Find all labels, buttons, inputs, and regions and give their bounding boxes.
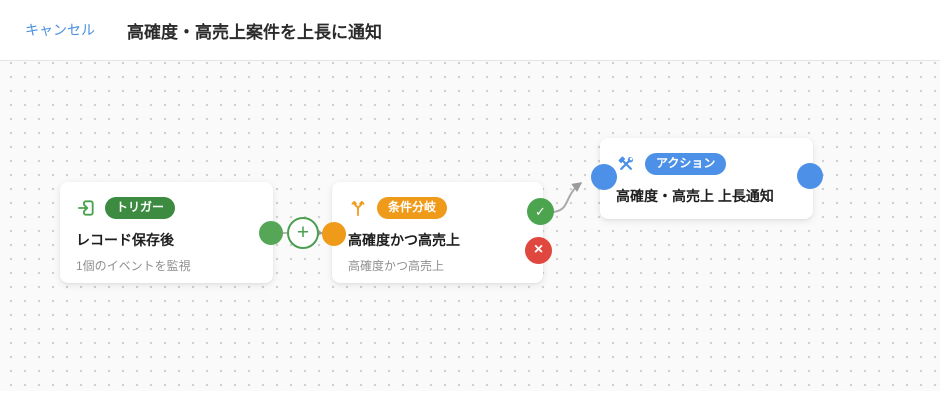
page-title: 高確度・高売上案件を上長に通知: [127, 22, 382, 42]
trigger-title: レコード保存後: [76, 232, 174, 248]
canvas-bottom-strip: [0, 391, 940, 402]
action-input-port[interactable]: [591, 164, 617, 190]
check-icon: ✓: [535, 203, 546, 219]
node-trigger-head: トリガー: [76, 196, 257, 219]
cancel-link[interactable]: キャンセル: [25, 22, 95, 38]
condition-subtitle: 高確度かつ高売上: [348, 259, 445, 273]
node-condition[interactable]: 条件分岐 高確度かつ高売上 高確度かつ高売上: [332, 182, 543, 283]
tools-icon: [616, 154, 636, 174]
connector-condition-true-to-action: [551, 182, 583, 213]
condition-title: 高確度かつ高売上: [348, 232, 460, 248]
node-trigger[interactable]: トリガー レコード保存後 1個のイベントを監視: [60, 182, 273, 283]
trigger-output-port[interactable]: [259, 221, 283, 245]
header: キャンセル 高確度・高売上案件を上長に通知: [0, 0, 940, 61]
condition-true-port[interactable]: ✓: [527, 198, 554, 225]
add-node-button[interactable]: +: [287, 217, 319, 249]
action-badge: アクション: [645, 152, 727, 175]
condition-badge: 条件分岐: [377, 196, 448, 219]
action-title: 高確度・高売上 上長通知: [616, 188, 774, 204]
branch-icon: [348, 198, 368, 218]
workflow-canvas[interactable]: トリガー レコード保存後 1個のイベントを監視 条件分岐 高確度: [0, 61, 940, 402]
action-output-port[interactable]: [797, 163, 823, 189]
trigger-subtitle: 1個のイベントを監視: [76, 259, 191, 273]
node-action-head: アクション: [616, 152, 797, 175]
node-condition-head: 条件分岐: [348, 196, 527, 219]
node-action[interactable]: アクション 高確度・高売上 上長通知: [600, 138, 813, 219]
trigger-badge: トリガー: [105, 196, 176, 219]
x-icon: ×: [533, 241, 544, 258]
plus-icon: +: [296, 220, 310, 244]
condition-false-port[interactable]: ×: [525, 237, 552, 264]
login-icon: [76, 198, 96, 218]
condition-input-port[interactable]: [322, 222, 346, 246]
